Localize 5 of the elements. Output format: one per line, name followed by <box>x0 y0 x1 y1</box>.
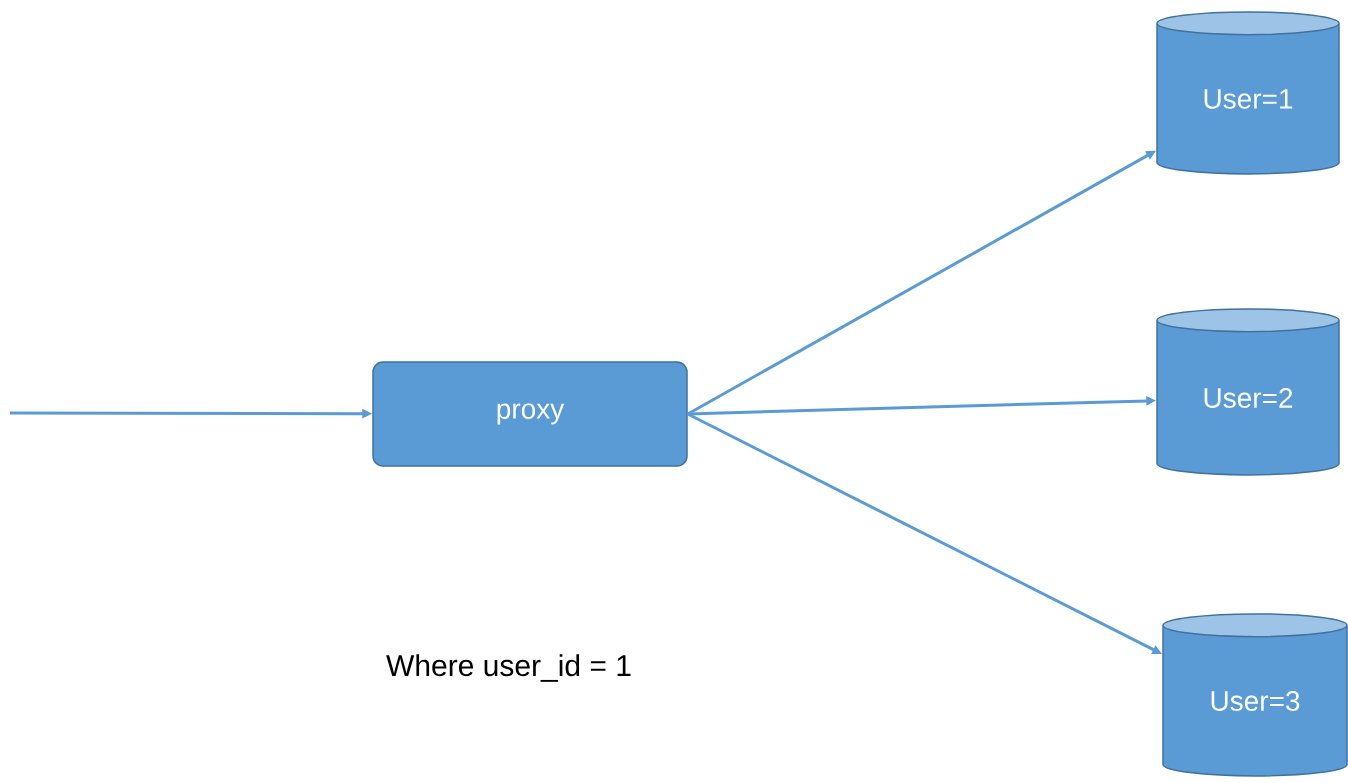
note-text: Where user_id = 1 <box>386 654 631 682</box>
database-cylinder: User=1 <box>1156 11 1340 175</box>
process-box: proxy <box>372 361 688 467</box>
database-cylinder: User=3 <box>1162 613 1348 777</box>
database-cylinder: User=2 <box>1156 308 1340 476</box>
